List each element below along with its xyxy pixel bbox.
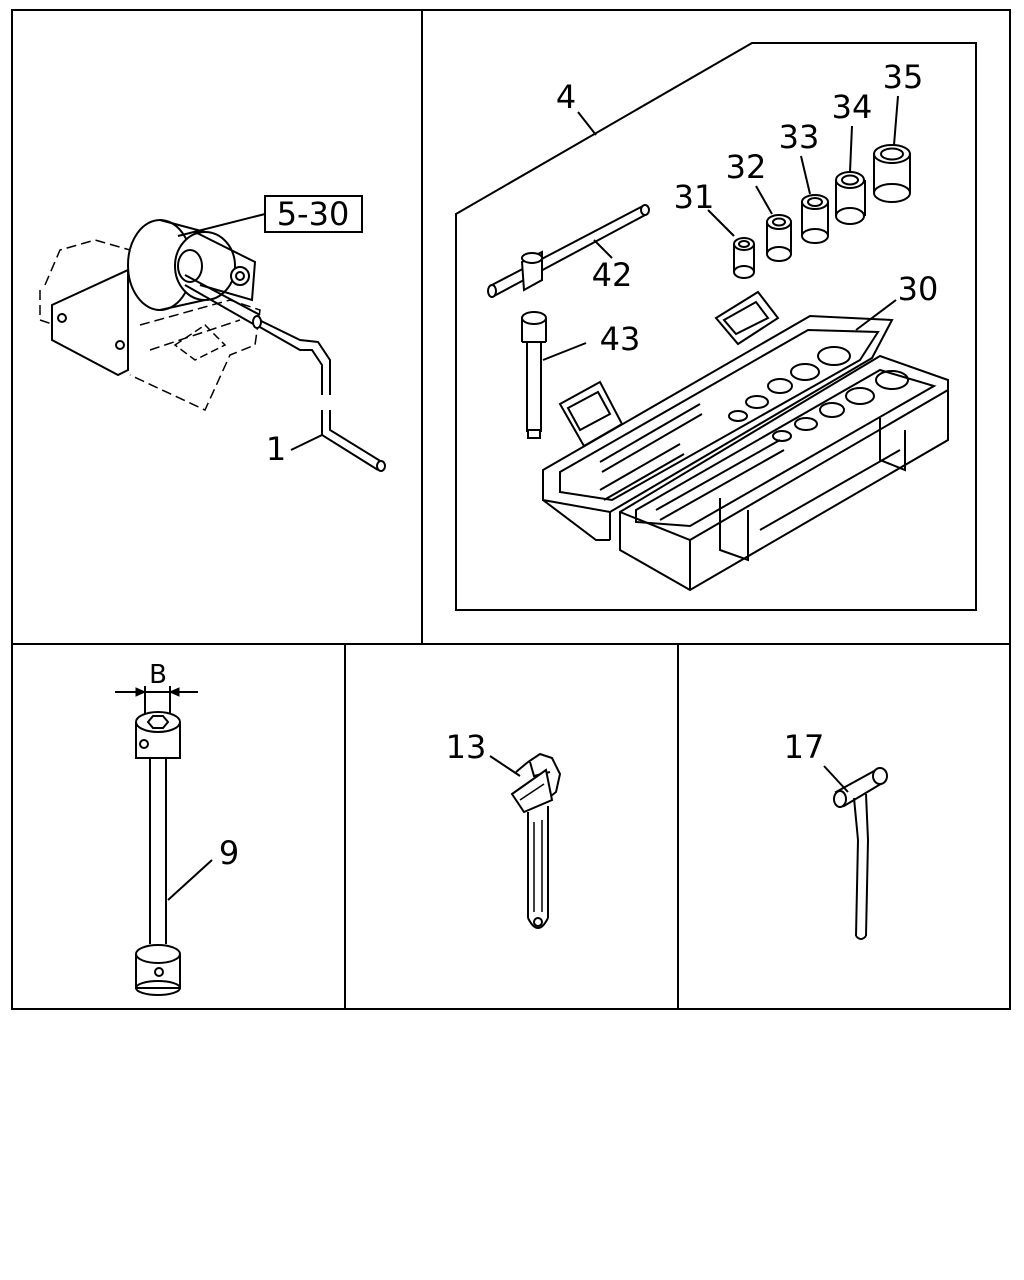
socket-32 <box>766 214 792 262</box>
panel-frames <box>11 9 1011 1010</box>
tool-box-case <box>542 290 949 592</box>
leader-line-extension <box>542 342 587 361</box>
leader-line-box-wrench <box>167 859 213 901</box>
leader-line-socket-33 <box>800 155 811 195</box>
socket-34 <box>835 171 866 225</box>
leader-line-crank-handle <box>290 434 323 451</box>
leader-line-socket-31 <box>707 209 735 237</box>
leader-line-winch <box>177 213 266 237</box>
socket-33 <box>801 194 829 244</box>
winch-reference-label: 5-30 <box>277 195 350 233</box>
adjustable-wrench <box>510 752 562 929</box>
extension-bar <box>521 311 547 439</box>
leader-line-socket-32 <box>755 185 773 215</box>
winch-assembly <box>39 219 386 472</box>
label-box-wrench: 9 <box>219 834 239 872</box>
label-socket-kit: 4 <box>556 78 576 116</box>
label-dimension-b: B <box>149 660 167 690</box>
label-t-handle: 42 <box>592 256 633 294</box>
dimension-b <box>115 686 198 714</box>
label-socket-32: 32 <box>726 148 767 186</box>
leader-line-socket-kit <box>577 111 597 136</box>
label-socket-34: 34 <box>832 88 873 126</box>
socket-kit-frame <box>455 42 977 611</box>
leader-line-hammer <box>823 765 849 793</box>
leader-line-t-handle <box>593 239 613 259</box>
leader-line-socket-34 <box>849 125 853 173</box>
label-extension: 43 <box>600 320 641 358</box>
hammer <box>833 767 888 940</box>
label-socket-35: 35 <box>883 58 924 96</box>
leader-line-adjustable-wrench <box>489 755 521 777</box>
label-adjustable-wrench: 13 <box>446 728 487 766</box>
socket-31 <box>733 237 755 279</box>
box-wrench <box>135 711 181 996</box>
leader-line-box-case <box>855 299 897 331</box>
label-hammer: 17 <box>784 728 825 766</box>
label-crank-handle: 1 <box>266 430 286 468</box>
winch-reference-box: 5-30 <box>177 195 363 237</box>
label-socket-31: 31 <box>674 178 715 216</box>
label-box-case: 30 <box>898 270 939 308</box>
leader-line-socket-35 <box>893 95 899 146</box>
label-socket-33: 33 <box>779 118 820 156</box>
t-handle <box>487 204 650 298</box>
socket-35 <box>873 144 911 203</box>
